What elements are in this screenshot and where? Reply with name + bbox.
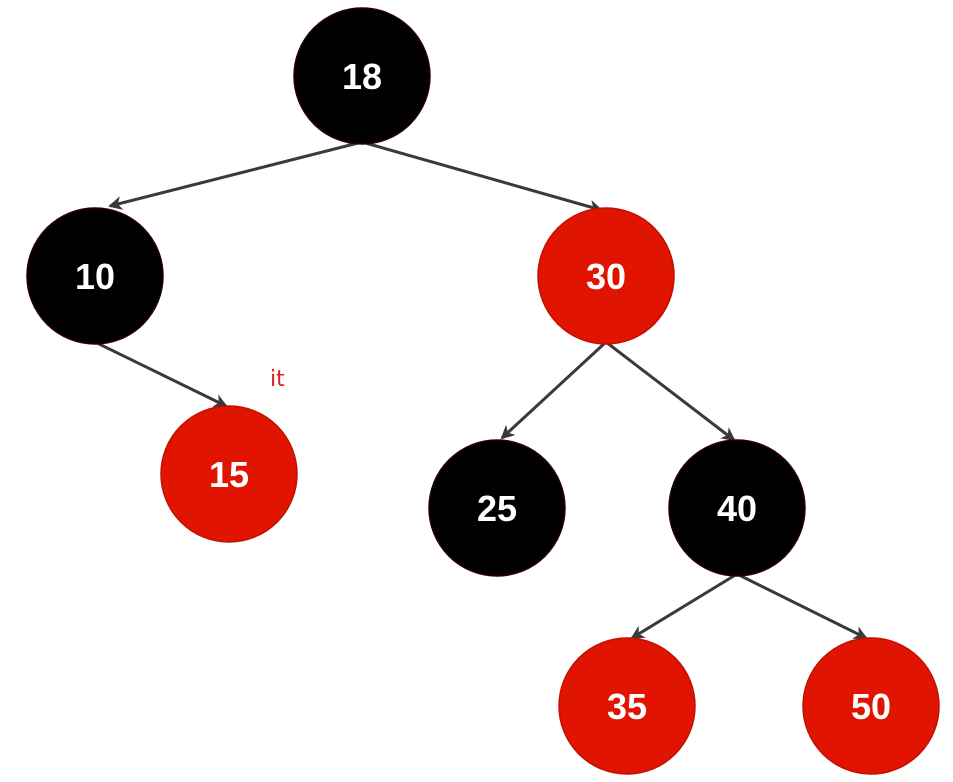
tree-node-50: 50 xyxy=(802,637,940,775)
edge-30-to-25 xyxy=(500,340,608,440)
edge-30-to-40 xyxy=(605,340,736,442)
tree-node-15: 15 xyxy=(160,405,298,543)
node-circle-red xyxy=(558,637,696,775)
node-circle-black xyxy=(668,439,806,577)
edges-layer xyxy=(94,140,868,640)
tree-node-40: 40 xyxy=(668,439,806,577)
node-circle-red xyxy=(802,637,940,775)
node-label: 35 xyxy=(607,686,647,727)
node-label: 15 xyxy=(209,454,249,495)
node-label: 10 xyxy=(75,256,115,297)
edge-40-to-50 xyxy=(736,572,868,640)
node-label: 40 xyxy=(717,488,757,529)
tree-node-10: 10 xyxy=(26,207,164,345)
tree-node-25: 25 xyxy=(428,439,566,577)
node-label: 30 xyxy=(586,256,626,297)
nodes-layer: 18 10 30 15 25 40 35 50 xyxy=(26,7,940,775)
edge-10-to-15 xyxy=(94,340,228,408)
tree-node-30: 30 xyxy=(537,207,675,345)
tree-node-18: 18 xyxy=(293,7,431,145)
node-circle-black xyxy=(26,207,164,345)
node-circle-black xyxy=(293,7,431,145)
tree-node-35: 35 xyxy=(558,637,696,775)
node-circle-black xyxy=(428,439,566,577)
node-label: 50 xyxy=(851,686,891,727)
edge-40-to-35 xyxy=(630,572,738,640)
annotation-label: it xyxy=(270,367,285,392)
node-label: 25 xyxy=(477,488,517,529)
edge-18-to-10 xyxy=(108,140,363,210)
node-label: 18 xyxy=(342,56,382,97)
node-circle-red xyxy=(537,207,675,345)
node-circle-red xyxy=(160,405,298,543)
edge-18-to-30 xyxy=(361,140,603,214)
